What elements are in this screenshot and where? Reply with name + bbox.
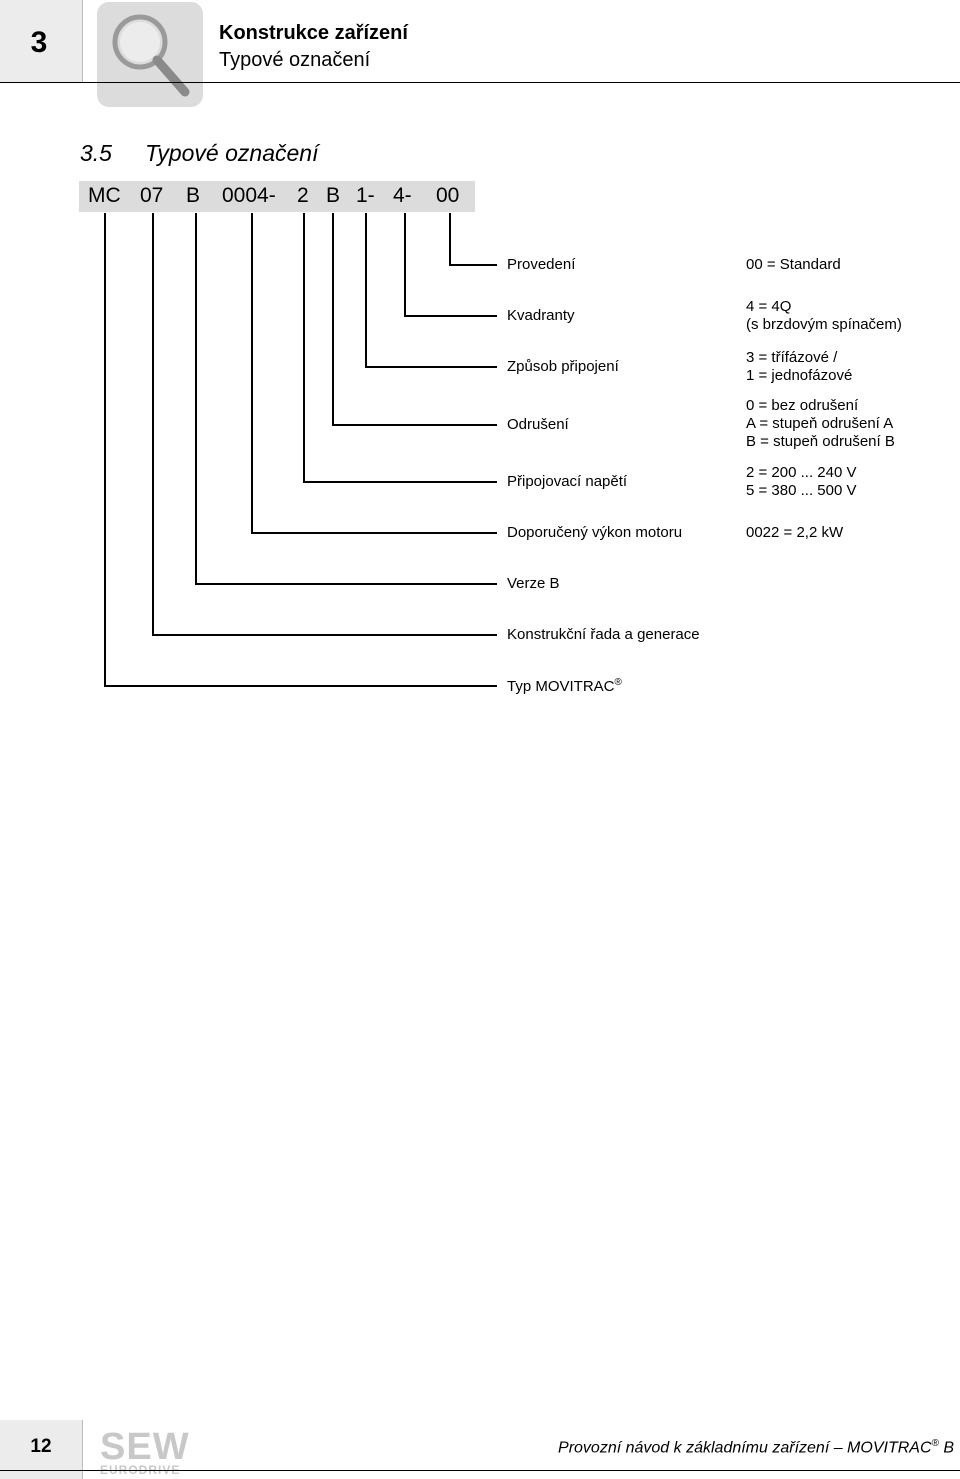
value-line: 0 = bez odrušení xyxy=(746,397,859,414)
connector-lines xyxy=(104,213,497,687)
logo-sew: SEW xyxy=(100,1426,190,1468)
connector-provedeni xyxy=(449,213,497,266)
label-typ-text: Typ MOVITRAC xyxy=(507,678,615,695)
footer-text-main: Provozní návod k základnímu zařízení – M… xyxy=(558,1439,932,1457)
connector-typ xyxy=(104,213,497,687)
label-odruseni: Odrušení xyxy=(507,416,569,433)
code-segment: B xyxy=(186,184,201,207)
label-verze: Verze B xyxy=(507,575,560,592)
connector-kvadranty xyxy=(404,213,497,317)
header-title: Konstrukce zařízení xyxy=(219,22,408,44)
connector-zpusob xyxy=(365,213,497,368)
header-icon-panel xyxy=(97,2,203,107)
code-segment: MC xyxy=(88,184,121,207)
code-segment: 0004- xyxy=(222,184,276,207)
connector-vykon xyxy=(251,213,497,534)
page-number: 12 xyxy=(30,1436,52,1457)
connector-odruseni xyxy=(332,213,497,426)
label-provedeni: Provedení xyxy=(507,256,576,273)
value-odruseni: 0 = bez odrušení A = stupeň odrušení A B… xyxy=(746,397,895,451)
footer-rule xyxy=(0,1470,960,1471)
value-line: 1 = jednofázové xyxy=(746,367,853,384)
value-line: 0022 = 2,2 kW xyxy=(746,524,844,541)
code-segment: 00 xyxy=(436,184,460,207)
connector-rada xyxy=(152,213,497,636)
header-rule xyxy=(0,82,960,83)
registered-mark: ® xyxy=(614,677,622,688)
magnifier-icon xyxy=(112,14,190,97)
label-doporuceny-vykon: Doporučený výkon motoru xyxy=(507,524,683,541)
value-pripojovaci-napeti: 2 = 200 ... 240 V 5 = 380 ... 500 V xyxy=(746,464,857,500)
type-code-bar xyxy=(79,181,475,212)
code-segment: 1- xyxy=(356,184,375,207)
value-line: B = stupeň odrušení B xyxy=(746,433,895,450)
value-line: (s brzdovým spínačem) xyxy=(746,316,902,333)
chapter-tab xyxy=(0,0,83,82)
value-line: 5 = 380 ... 500 V xyxy=(746,482,857,499)
value-line: 2 = 200 ... 240 V xyxy=(746,464,857,481)
connector-napeti xyxy=(303,213,497,483)
footer-registered-mark: ® xyxy=(931,1438,939,1449)
label-pripojovaci-napeti: Připojovací napětí xyxy=(507,473,628,490)
value-line: A = stupeň odrušení A xyxy=(746,415,894,432)
section-title: Typové označení xyxy=(145,140,319,166)
label-typ: Typ MOVITRAC® xyxy=(507,677,622,695)
value-zpusob-pripojeni: 3 = třífázové / 1 = jednofázové xyxy=(746,349,852,385)
value-kvadranty: 4 = 4Q (s brzdovým spínačem) xyxy=(746,298,902,334)
label-kvadranty: Kvadranty xyxy=(507,307,575,324)
value-line: 3 = třífázové / xyxy=(746,349,838,366)
chapter-number: 3 xyxy=(30,26,48,59)
code-segment: 07 xyxy=(140,184,164,207)
section-number: 3.5 xyxy=(80,140,112,166)
label-konstrukcni-rada: Konstrukční řada a generace xyxy=(507,626,700,643)
code-segment: 2 xyxy=(297,184,309,207)
code-segment: 4- xyxy=(393,184,412,207)
value-line: 00 = Standard xyxy=(746,256,841,273)
footer-text: Provozní návod k základnímu zařízení – M… xyxy=(558,1438,954,1457)
section-heading: 3.5 Typové označení xyxy=(80,140,318,167)
connector-verze xyxy=(195,213,497,585)
header-subtitle: Typové označení xyxy=(219,49,371,71)
footer-text-suffix: B xyxy=(938,1439,954,1457)
value-line: 4 = 4Q xyxy=(746,298,792,315)
value-provedeni: 00 = Standard xyxy=(746,256,841,274)
value-doporuceny-vykon: 0022 = 2,2 kW xyxy=(746,524,843,542)
page-number-tab xyxy=(0,1420,83,1479)
code-segment: B xyxy=(326,184,341,207)
label-zpusob-pripojeni: Způsob připojení xyxy=(507,358,619,375)
